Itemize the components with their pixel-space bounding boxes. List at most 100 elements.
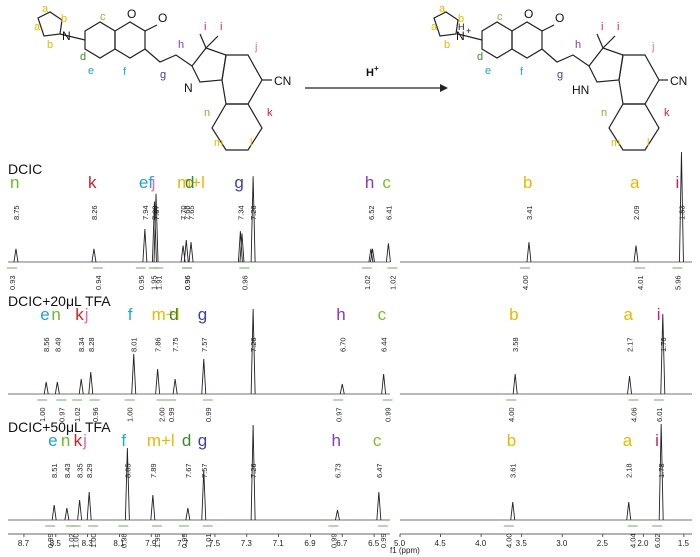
spectrum-peak (142, 228, 148, 263)
chemical-shift-label: 2.18 (625, 463, 634, 478)
chemical-shift-label: 7.89 (149, 463, 158, 478)
integral-value: 1.00 (38, 407, 47, 422)
peak-letter-label: m+l (177, 173, 205, 192)
peak-letter-label: m+l (147, 431, 175, 450)
pyrrolidine-ring (37, 11, 63, 37)
spectrum-peak (86, 491, 92, 521)
axis-tick-label: 8.3 (82, 539, 94, 548)
integral-value: 1.02 (73, 407, 82, 422)
structure-letter-b: b (458, 13, 464, 25)
structure-letter-h: h (178, 39, 184, 51)
atom-h-pyrrolidinium: H (458, 22, 465, 32)
axis-tick-label: 7.7 (177, 539, 189, 548)
methyl-bond-1 (199, 33, 207, 49)
peak-letter-label: a (630, 173, 640, 192)
spectrum-peak (54, 381, 60, 395)
integral-value: 4.04 (629, 533, 638, 548)
axis-tick-label: 6.9 (304, 539, 316, 548)
integral-value: 0.94 (94, 275, 103, 290)
structure-letter-h: h (575, 39, 581, 51)
spectrum-peak (526, 242, 532, 263)
structure-letter-i: i (204, 21, 206, 33)
spectrum-peak (43, 381, 49, 395)
integral-value: 0.99 (329, 533, 338, 548)
chemical-shift-label: 3.58 (511, 337, 520, 352)
spectrum-peak (183, 239, 189, 263)
peak-letter-label: d (169, 305, 178, 324)
spectrum-peak (512, 373, 518, 395)
structure-letter-i: i (220, 21, 222, 33)
reaction-arrow: H + (305, 64, 448, 92)
structure-letter-e: e (485, 65, 491, 77)
structure-letter-f: f (123, 66, 127, 78)
spectrum-peak (124, 447, 130, 521)
structure-letter-k: k (664, 107, 670, 119)
methyl-bond-2-protonated (602, 35, 616, 49)
integral-value: 2.00 (158, 407, 167, 422)
peak-letter-label: b (509, 305, 518, 324)
structure-letter-a: a (431, 21, 438, 33)
peak-letter-label: f (148, 173, 153, 192)
axis-tick-label: 2.0 (637, 539, 649, 548)
atom-n-pyrrolidine: N (62, 29, 71, 43)
spectrum-peak (381, 373, 387, 395)
structure-protonated (433, 11, 668, 151)
peak-letter-label: j (82, 431, 87, 450)
integral-value: 0.99 (384, 407, 393, 422)
axis-tick-label: 5.0 (394, 539, 406, 548)
chemical-shift-label: 6.41 (384, 205, 393, 220)
structure-letter-c: c (100, 11, 106, 23)
peak-letter-label: j (151, 173, 156, 192)
methyl-bond-1-protonated (596, 33, 604, 49)
peak-letter-label: e (139, 173, 148, 192)
spectrum-peak (188, 242, 194, 263)
peak-letter-label: c (382, 173, 391, 192)
chemical-shift-label: 8.34 (77, 337, 86, 352)
integral-value: 0.93 (8, 275, 17, 290)
spectrum-peak (633, 245, 639, 263)
integral-value: 0.98 (119, 533, 128, 548)
integral-value: 0.99 (379, 533, 388, 548)
structure-letter-a: a (34, 21, 41, 33)
axis-title: f1 (ppm) (390, 546, 420, 555)
integral-value: 1.91 (154, 275, 163, 290)
integral-value: 1.95 (150, 275, 159, 290)
naphtho-ring-2-protonated (608, 103, 660, 151)
integral-value: 4.00 (505, 533, 514, 548)
integral-value: 0.95 (137, 275, 146, 290)
spectrum-title: DCIC+20μL TFA (8, 293, 111, 309)
spectrum-peak (250, 308, 256, 395)
chemical-shift-label: 8.28 (87, 337, 96, 352)
spectrum-peak (172, 378, 178, 395)
spectrum-peak (385, 243, 391, 263)
spectrum-peak (201, 358, 207, 395)
peak-letter-label: h (365, 173, 374, 192)
chemical-shift-label: 2.09 (632, 205, 641, 220)
integral-value: 0.97 (334, 407, 343, 422)
spectrum-peak (660, 313, 666, 395)
peak-letter-label: n (51, 305, 60, 324)
atom-o-ring-protonated: O (524, 7, 533, 21)
integral-value: 0.97 (57, 407, 66, 422)
structure-letter-i: i (601, 21, 603, 33)
peak-letter-label: j (84, 305, 89, 324)
peak-letter-label: c (373, 431, 382, 450)
peak-letter-label: f (128, 305, 133, 324)
integral-value: 4.01 (636, 275, 645, 290)
chemical-shift-label: 1.76 (659, 337, 668, 352)
axis-tick-label: 2.5 (597, 539, 609, 548)
spectrum-peak (368, 248, 374, 263)
peak-letter-label: k (74, 431, 83, 450)
spectrum-peak (658, 423, 664, 521)
pyrrolidine-ring-protonated (433, 11, 459, 37)
integral-value: 1.00 (126, 407, 135, 422)
pyranone-ring (114, 21, 146, 59)
peak-letter-label: i (675, 173, 679, 192)
chemical-shift-label: 7.86 (154, 337, 163, 352)
methyl-bond-2 (205, 35, 219, 49)
spectrum-peak (370, 248, 375, 263)
structure-letter-d: d (80, 51, 86, 63)
